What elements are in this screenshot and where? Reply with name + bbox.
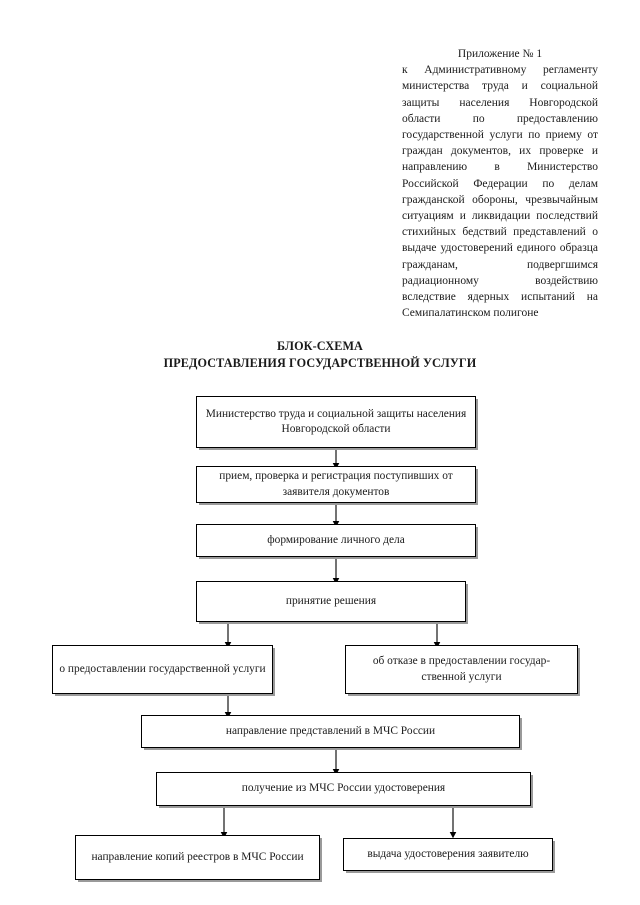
flow-node-personal-file[interactable]: формирование личного дела [196,524,476,557]
appendix-reference-text: к Административному регламенту министерс… [402,64,598,320]
flow-node-intake[interactable]: прием, проверка и регистрация поступивши… [196,466,476,503]
flow-node-grant-service[interactable]: о предоставлении государственной услуги [52,645,273,694]
appendix-header: Приложение № 1 к Административному регла… [402,46,598,321]
flow-node-intake-label: прием, проверка и регистрация поступивши… [219,470,453,498]
flow-node-send-submissions[interactable]: направление представлений в МЧС России [141,715,520,748]
flow-node-decision[interactable]: принятие решения [196,581,466,622]
flow-node-issue-cert[interactable]: выдача удостоверения заявителю [343,838,553,871]
page-title-line-1: БЛОК-СХЕМА [277,339,363,353]
flow-node-refuse-service-label: об отказе в предоставлении государ-ствен… [372,655,551,683]
flow-node-grant-service-label: о предоставлении государственной услуги [59,662,266,675]
flow-node-receive-cert[interactable]: получение из МЧС России удостоверения [156,772,531,806]
flow-node-ministry[interactable]: Министерство труда и социальной защиты н… [196,396,476,448]
flow-node-decision-label: принятие решения [285,594,377,607]
flow-node-send-submissions-label: направление представлений в МЧС России [225,724,436,737]
appendix-heading: Приложение № 1 [457,48,543,60]
flow-node-refuse-service[interactable]: об отказе в предоставлении государ-ствен… [345,645,578,694]
flow-node-personal-file-label: формирование личного дела [267,533,405,546]
flow-node-send-registers[interactable]: направление копий реестров в МЧС России [75,835,320,880]
flow-node-send-registers-label: направление копий реестров в МЧС России [91,850,304,863]
page-title: БЛОК-СХЕМА ПРЕДОСТАВЛЕНИЯ ГОСУДАРСТВЕННО… [0,338,640,372]
page-title-line-2: ПРЕДОСТАВЛЕНИЯ ГОСУДАРСТВЕННОЙ УСЛУГИ [163,356,477,370]
flow-node-issue-cert-label: выдача удостоверения заявителю [367,847,529,860]
flow-node-ministry-label: Министерство труда и социальной защиты н… [205,407,467,436]
flow-node-receive-cert-label: получение из МЧС России удостоверения [241,782,446,795]
